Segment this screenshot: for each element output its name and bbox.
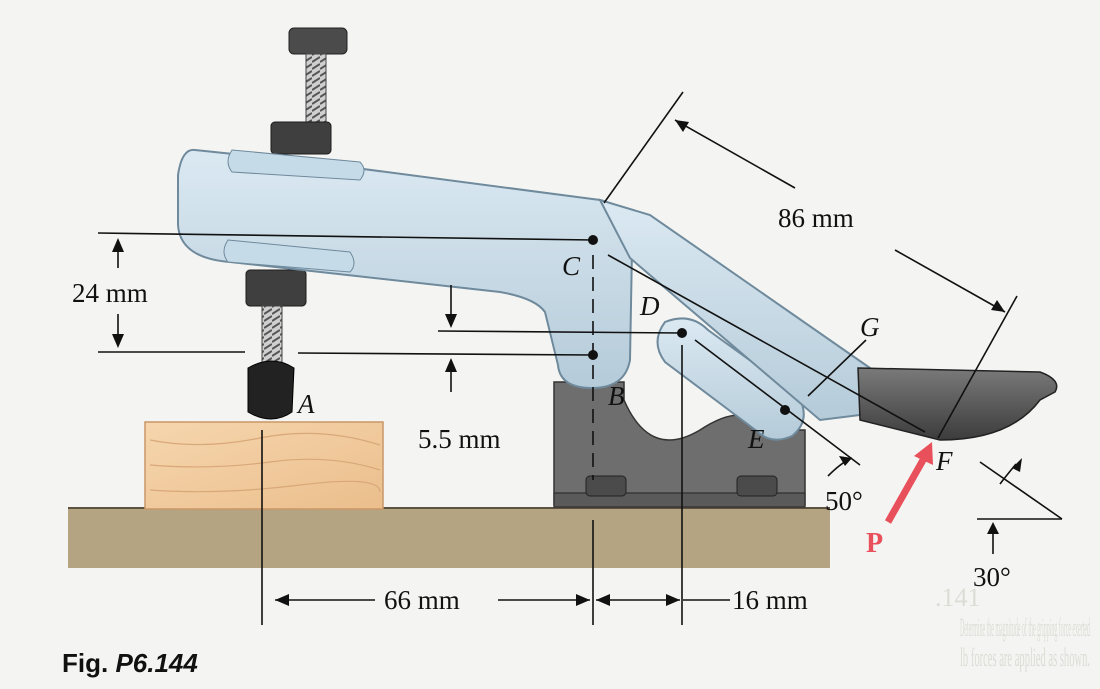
dim-offset-d: 5.5 mm [418, 424, 501, 454]
point-d-label: D [639, 291, 660, 321]
point-a-label: A [296, 389, 315, 419]
dimension-lines [97, 91, 1063, 625]
floor [68, 508, 830, 568]
dim-horiz-bd: 16 mm [732, 585, 808, 615]
base-bracket [553, 381, 806, 508]
clamp-screw [245, 27, 348, 420]
show-through-text: .141 Determine the magnitude of the grip… [935, 583, 1090, 672]
point-e-label: E [747, 424, 765, 454]
ghost-line-2: lb forces are applied as shown. [960, 643, 1090, 672]
point-b-label: B [608, 381, 625, 411]
point-c-label: C [562, 251, 581, 281]
svg-text:.141: .141 [935, 583, 981, 612]
ghost-line-1: Determine the magnitude of the gripping … [960, 613, 1090, 642]
force-p-label: P [866, 528, 883, 559]
wood-block [144, 421, 384, 510]
force-arrow-p [884, 442, 933, 524]
dim-arm-length: 86 mm [778, 203, 854, 233]
clamp-arm [177, 148, 635, 390]
angle-force-label: 30° [973, 562, 1011, 592]
figure-caption: Fig. P6.144 [62, 648, 198, 678]
angle-link-label: 50° [825, 486, 863, 516]
caption-id: P6.144 [115, 648, 198, 678]
point-f-label: F [935, 446, 953, 476]
link-de [656, 317, 805, 441]
dim-horiz-ab: 66 mm [384, 585, 460, 615]
dim-height-cb: 24 mm [72, 278, 148, 308]
point-g-label: G [860, 312, 880, 342]
caption-prefix: Fig. [62, 648, 115, 678]
